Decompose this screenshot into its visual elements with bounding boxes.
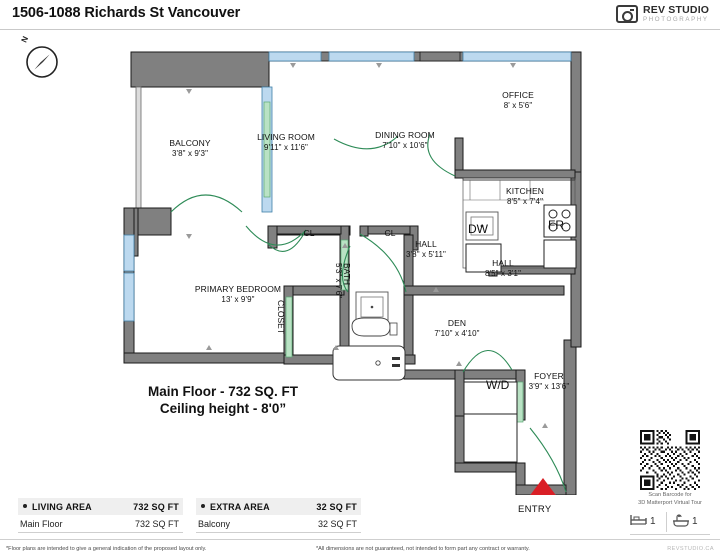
room-label-foyer: FOYER 3'9" x 13'6" [528, 371, 570, 391]
door-swing-group [170, 133, 567, 493]
bedroom-count: 1 [630, 512, 667, 532]
disclaimer-left: *Floor plans are intended to give a gene… [6, 546, 207, 552]
compass-svg [26, 46, 58, 78]
window-group [123, 51, 572, 423]
room-label-bath: BATH [342, 263, 352, 286]
legend-living-area: LIVING AREA 732 SQ FT Main Floor 732 SQ … [18, 498, 183, 533]
page-title: 1506-1088 Richards St Vancouver [12, 5, 241, 21]
bath-fixtures [332, 291, 406, 381]
page-header: 1506-1088 Richards St Vancouver REV STUD… [0, 0, 720, 30]
room-label-hall-1: HALL 3'8" x 5'11" [405, 239, 447, 259]
room-label-cl-2: CL [384, 228, 396, 238]
entry-label: ENTRY [518, 504, 552, 515]
bed-icon [630, 515, 647, 525]
floor-summary-area: Main Floor - 732 SQ. FT [147, 384, 299, 399]
footer-divider [0, 539, 720, 540]
qr-code-icon[interactable] [640, 430, 700, 490]
room-label-hall-2: HALL 8'5" x 3'1" [484, 258, 522, 278]
room-label-kitchen: KITCHEN 8'5" x 7'4" [505, 186, 544, 206]
room-label-balcony: BALCONY 3'8" x 9'3" [169, 138, 211, 158]
kitchen-fixtures [462, 177, 577, 273]
legend-living-row: Main Floor 732 SQ FT [18, 515, 183, 533]
watermark: REVSTUDIO.CA [667, 546, 714, 552]
floor-plan-drawing [123, 51, 582, 495]
brand-name: REV STUDIO [643, 4, 710, 16]
disclaimer-right: *All dimensions are not guaranteed, not … [316, 546, 530, 552]
room-label-primary-bedroom: PRIMARY BEDROOM 13' x 9'9" [194, 284, 282, 304]
room-dim-bath: 5'3" x 7'6" [334, 263, 343, 298]
appliance-label-wd: W/D [486, 378, 510, 392]
brand-subtitle: PHOTOGRAPHY [643, 15, 709, 23]
qr-block[interactable]: Scan Barcode for 3D Matterport Virtual T… [633, 430, 707, 507]
bathroom-count: 1 [672, 512, 708, 532]
qr-caption-line1: Scan Barcode for [648, 492, 692, 498]
floor-summary-ceiling: Ceiling height - 8'0” [159, 401, 287, 416]
bedroom-count-value: 1 [650, 516, 656, 527]
legend-living-head: LIVING AREA 732 SQ FT [18, 498, 183, 515]
appliance-boxes [463, 381, 518, 463]
entry-marker-icon [530, 478, 556, 495]
wall-markers [186, 63, 548, 428]
qr-caption-line2: 3D Matterport Virtual Tour [638, 499, 702, 506]
brand-logo: REV STUDIO PHOTOGRAPHY [616, 2, 712, 28]
camera-icon [616, 5, 638, 23]
legend-extra-row: Balcony 32 SQ FT [196, 515, 361, 533]
room-label-dining-room: DINING ROOM 7'10" x 10'6" [375, 130, 435, 150]
qr-caption: Scan Barcode for 3D Matterport Virtual T… [633, 492, 707, 507]
area-legend: LIVING AREA 732 SQ FT Main Floor 732 SQ … [18, 498, 363, 538]
compass-rose-icon: N [14, 33, 66, 85]
room-label-den: DEN 7'10" x 4'10" [434, 318, 480, 338]
bullet-icon [23, 504, 27, 508]
appliance-label-dw: DW [468, 222, 488, 236]
bathroom-count-value: 1 [692, 516, 698, 527]
floor-summary: Main Floor - 732 SQ. FT Ceiling height -… [128, 383, 318, 417]
room-label-living-room: LIVING ROOM 9'11" x 11'6" [257, 132, 315, 152]
fixture-counts: 1 1 [630, 512, 710, 535]
legend-extra-head: EXTRA AREA 32 SQ FT [196, 498, 361, 515]
legend-extra-area: EXTRA AREA 32 SQ FT Balcony 32 SQ FT [196, 498, 361, 533]
room-label-office: OFFICE 8' x 5'6" [502, 90, 534, 110]
bullet-icon [201, 504, 205, 508]
room-label-closet: CLOSET [276, 300, 286, 335]
room-label-cl-1: CL [303, 228, 315, 238]
appliance-label-fr: FR [548, 218, 564, 232]
bathtub-icon [673, 514, 689, 527]
